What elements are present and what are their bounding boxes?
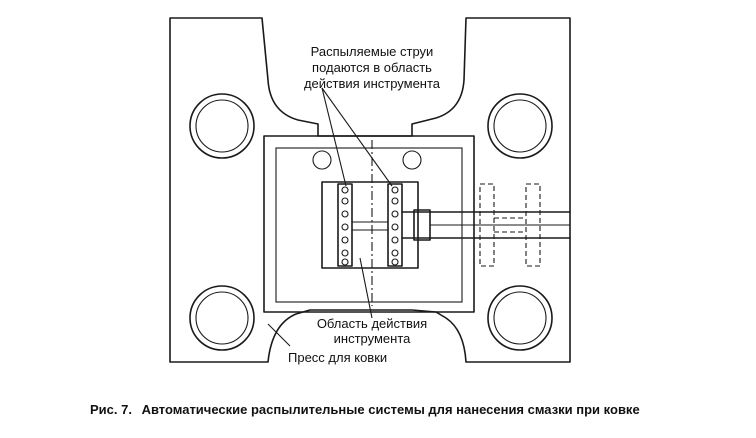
tool-area-block (321, 181, 419, 269)
spray-label-line3: действия инструмента (304, 76, 441, 91)
tool-area-label-line1: Область действия (317, 316, 427, 331)
press-label: Пресс для ковки (288, 350, 387, 365)
tool-area-label-line2: инструмента (334, 331, 411, 346)
tool-area-leader (359, 257, 373, 319)
press-frame-outline (169, 17, 571, 363)
cross-pipe (352, 221, 388, 231)
press-leader (267, 323, 291, 347)
column-top-right (487, 93, 553, 159)
guide-hole-left (312, 150, 332, 170)
feed-arm (401, 209, 571, 241)
column-top-left (189, 93, 255, 159)
column-bottom-left (189, 285, 255, 351)
figure-caption-text: Автоматические распылительные системы дл… (142, 402, 640, 417)
figure-caption: Рис. 7. Автоматические распылительные си… (90, 402, 640, 417)
spray-bar-right (387, 183, 403, 267)
guide-hole-right (402, 150, 422, 170)
column-bottom-right (487, 285, 553, 351)
die-window-outer (263, 135, 475, 313)
retracted-position-outline (479, 183, 541, 267)
figure-number: Рис. 7. (90, 402, 132, 417)
spray-label-line2: подаются в область (312, 60, 432, 75)
spray-bar-left (337, 183, 353, 267)
spray-label-line1: Распыляемые струи (311, 44, 434, 59)
spray-leader-lines (321, 87, 393, 187)
